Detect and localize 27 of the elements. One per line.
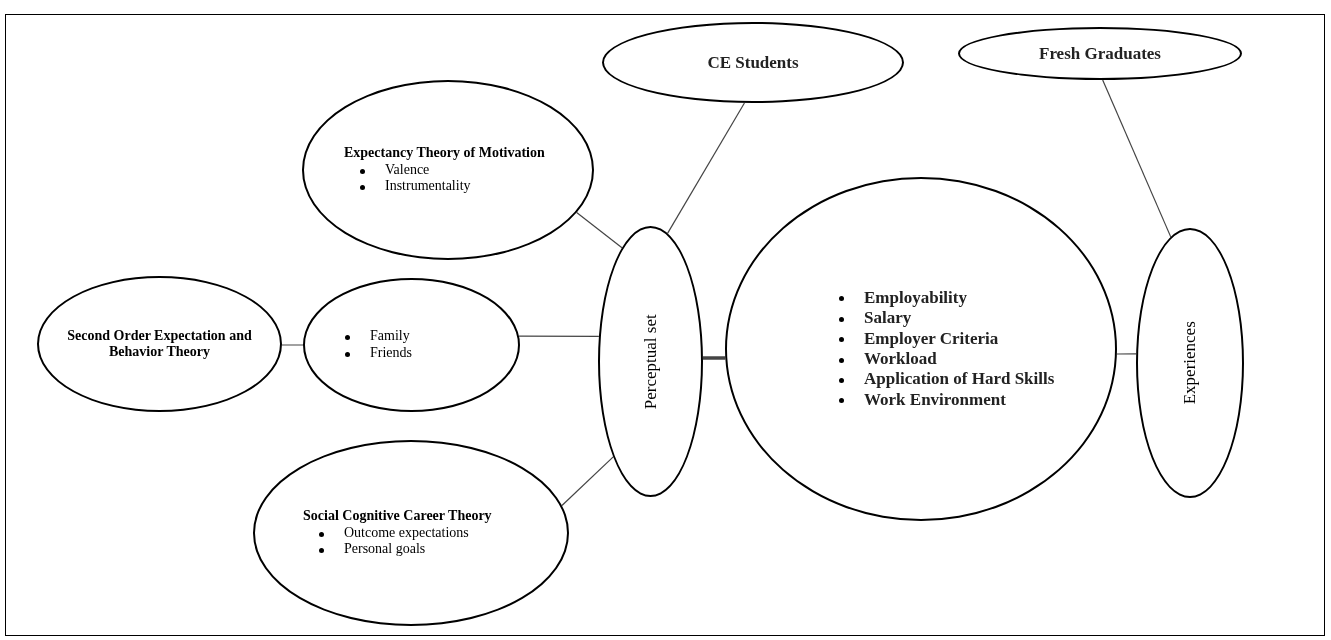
node-label: Experiences xyxy=(1179,321,1201,405)
node-label: Second Order Expectation and Behavior Theory xyxy=(66,327,253,361)
connector-line xyxy=(561,456,614,507)
list-item-text: Workload xyxy=(864,349,937,370)
list-item-text: Personal goals xyxy=(344,541,426,559)
node-heading: Social Cognitive Career Theory xyxy=(303,507,492,525)
node-heading: Expectancy Theory of Motivation xyxy=(344,144,545,162)
connector-line xyxy=(1102,79,1172,238)
node-label: CE Students xyxy=(707,51,799,74)
connector-line xyxy=(666,102,746,234)
list-item-text: Employability xyxy=(864,287,967,309)
connector-line xyxy=(703,356,726,360)
connector-line xyxy=(576,211,623,249)
list-item-text: Friends xyxy=(370,345,412,362)
list-item-text: Outcome expectations xyxy=(344,524,469,542)
node-label: Fresh Graduates xyxy=(1039,42,1161,65)
list-item-text: Application of Hard Skills xyxy=(864,369,1055,390)
list-item-text: Family xyxy=(370,328,410,345)
list-item-text: Salary xyxy=(864,308,912,329)
connector-line xyxy=(1116,353,1137,355)
list-item-text: Work Environment xyxy=(864,389,1006,411)
node-label: Perceptual set xyxy=(639,314,661,409)
list-item-text: Valence xyxy=(385,161,430,179)
connector-line xyxy=(518,335,600,338)
connector-line xyxy=(281,344,304,346)
list-item-text: Instrumentality xyxy=(385,178,471,196)
list-item-text: Employer Criteria xyxy=(864,328,999,349)
